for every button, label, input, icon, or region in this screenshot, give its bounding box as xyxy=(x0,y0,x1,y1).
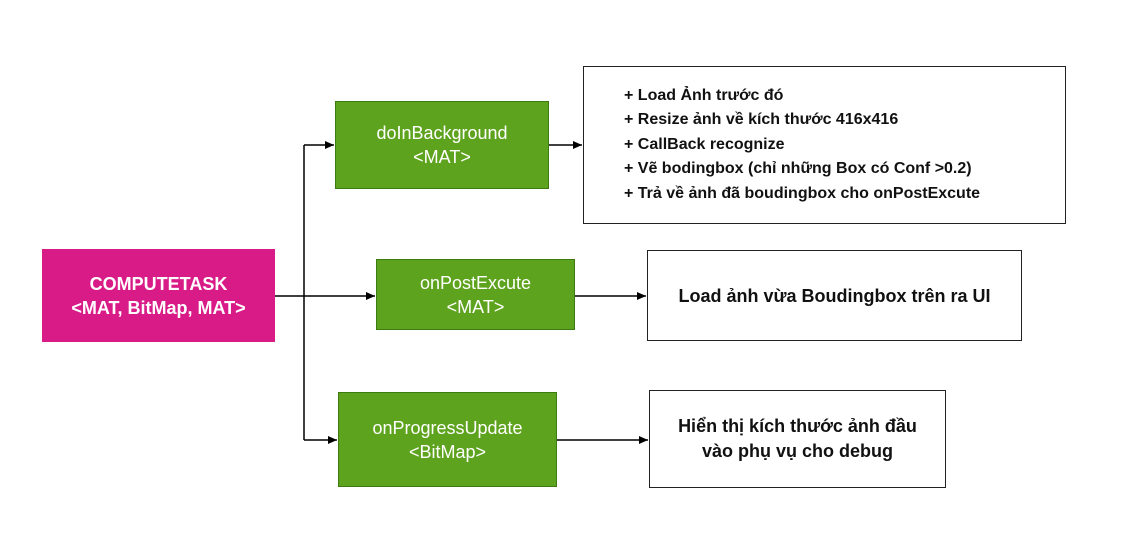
doinbackground-type: <MAT> xyxy=(413,147,471,167)
onprogressupdate-type: <BitMap> xyxy=(408,441,487,462)
computetask-generics: <MAT, BitMap, MAT> xyxy=(71,297,246,318)
onpostexcute-type: <MAT> xyxy=(446,296,505,317)
doinbackground-node: doInBackground <MAT> xyxy=(335,101,549,189)
description-step: + Resize ảnh về kích thước 416x416 xyxy=(624,111,899,129)
onprogressupdate-description-line1: Hiển thị kích thước ảnh đầu xyxy=(678,416,917,436)
doinbackground-description-box: + Load Ảnh trước đó + Resize ảnh về kích… xyxy=(583,66,1066,224)
onpostexcute-title: onPostExcute xyxy=(419,272,532,293)
description-step: + Load Ảnh trước đó xyxy=(624,86,784,104)
doinbackground-title: doInBackground xyxy=(376,123,508,143)
onpostexcute-description-box: Load ảnh vừa Boudingbox trên ra UI xyxy=(647,250,1022,341)
onpostexcute-node: onPostExcute <MAT> xyxy=(376,259,575,330)
description-step: + Trả về ảnh đã boudingbox cho onPostExc… xyxy=(624,184,981,202)
description-step: + Vẽ bodingbox (chỉ những Box có Conf >0… xyxy=(624,160,972,178)
computetask-node: COMPUTETASK <MAT, BitMap, MAT> xyxy=(42,249,275,342)
onprogressupdate-node: onProgressUpdate <BitMap> xyxy=(338,392,557,487)
onprogressupdate-description-box: Hiển thị kích thước ảnh đầu vào phụ vụ c… xyxy=(649,390,946,488)
onpostexcute-description-text: Load ảnh vừa Boudingbox trên ra UI xyxy=(678,285,991,306)
computetask-title: COMPUTETASK xyxy=(89,273,228,294)
onprogressupdate-description-line2: vào phụ vụ cho debug xyxy=(701,441,893,461)
description-step: + CallBack recognize xyxy=(624,135,785,153)
onprogressupdate-title: onProgressUpdate xyxy=(372,417,523,438)
